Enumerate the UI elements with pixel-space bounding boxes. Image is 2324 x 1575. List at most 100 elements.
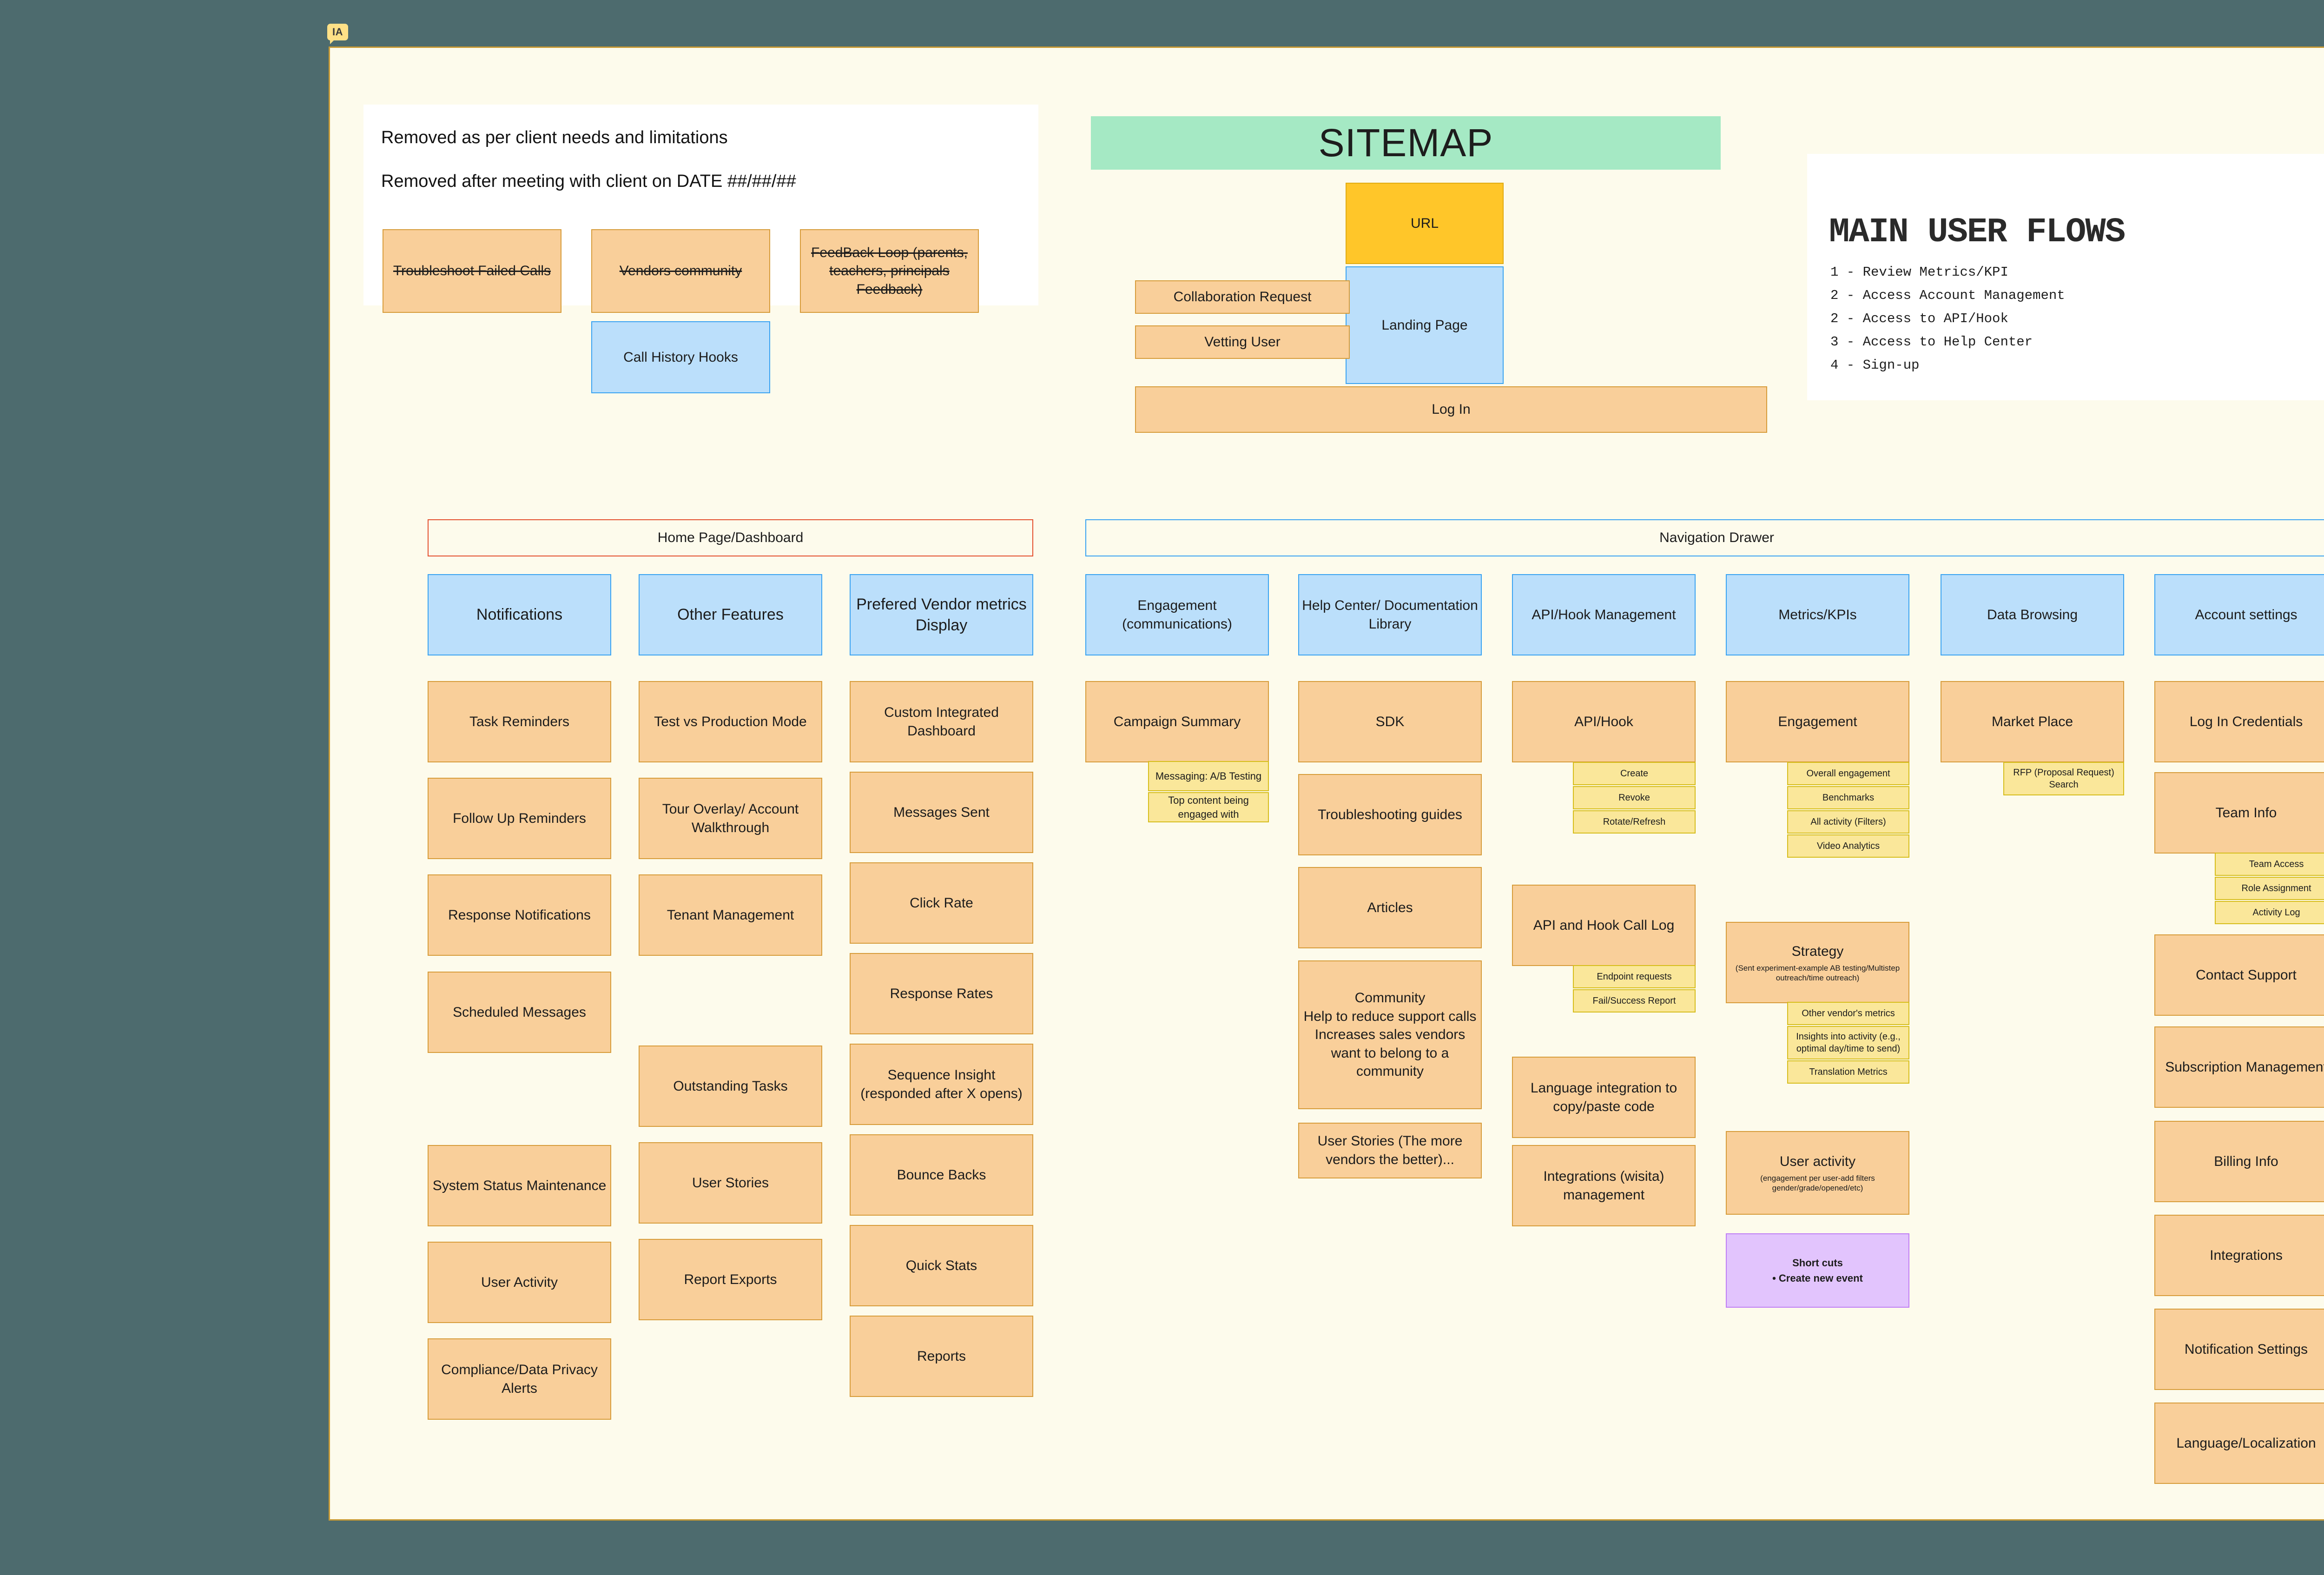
nav-account-item-4[interactable]: Billing Info	[2154, 1121, 2324, 1202]
nav-databrowsing-subcard-0[interactable]: RFP (Proposal Request) Search	[2003, 762, 2124, 795]
sitemap-node-landing-page[interactable]: Landing Page	[1346, 266, 1504, 384]
nav-engagement-head[interactable]: Engagement (communications)	[1085, 574, 1269, 655]
nav-metrics-group0-subcard-1[interactable]: Benchmarks	[1787, 786, 1909, 809]
nav-account-item-6[interactable]: Notification Settings	[2154, 1309, 2324, 1390]
user-flows-panel	[1807, 154, 2324, 400]
nav-metrics-group1-subcard-2[interactable]: Translation Metrics	[1787, 1060, 1909, 1084]
user-flow-item-1: 1 - Review Metrics/KPI	[1830, 265, 2008, 280]
sitemap-title: SITEMAP	[1091, 116, 1721, 170]
home-col3-item-1[interactable]: Messages Sent	[850, 772, 1033, 853]
home-col2-item-5[interactable]: Report Exports	[639, 1239, 822, 1320]
sitemap-node-log-in[interactable]: Log In	[1135, 386, 1767, 433]
nav-engagement-subcard-0[interactable]: Messaging: A/B Testing	[1148, 761, 1269, 791]
nav-helpcenter-item-2[interactable]: Articles	[1298, 867, 1482, 948]
nav-apihook-group0-subcard-1[interactable]: Revoke	[1573, 786, 1696, 809]
nav-helpcenter-item-0[interactable]: SDK	[1298, 681, 1482, 762]
nav-metrics-group0-subcard-2[interactable]: All activity (Filters)	[1787, 810, 1909, 834]
nav-account-item-2[interactable]: Contact Support	[2154, 934, 2324, 1016]
nav-apihook-group1-subcard-0[interactable]: Endpoint requests	[1573, 965, 1696, 988]
nav-helpcenter-head[interactable]: Help Center/ Documentation Library	[1298, 574, 1482, 655]
nav-apihook-group0-subcard-0[interactable]: Create	[1573, 762, 1696, 785]
nav-helpcenter-item-1[interactable]: Troubleshooting guides	[1298, 774, 1482, 855]
nav-metrics-user-activity-title: User activity	[1779, 1154, 1856, 1170]
nav-apihook-item-0[interactable]: Language integration to copy/paste code	[1512, 1057, 1696, 1138]
nav-metrics-group1-card-title: Strategy	[1791, 943, 1844, 959]
home-col1-item-3[interactable]: Scheduled Messages	[428, 972, 611, 1053]
removed-card-troubleshoot-failed-calls[interactable]: Troubleshoot Failed Calls	[383, 229, 561, 313]
nav-engagement-card[interactable]: Campaign Summary	[1085, 681, 1269, 762]
home-col3-item-4[interactable]: Sequence Insight (responded after X open…	[850, 1044, 1033, 1125]
sitemap-node-collaboration-request[interactable]: Collaboration Request	[1135, 280, 1350, 314]
shortcuts-item: • Create new event	[1772, 1272, 1863, 1284]
shortcuts-title: Short cuts	[1792, 1257, 1843, 1269]
nav-metrics-group0-card[interactable]: Engagement	[1726, 681, 1909, 762]
home-col2-item-1[interactable]: Tour Overlay/ Account Walkthrough	[639, 778, 822, 859]
section-header-home-page-dashboard[interactable]: Home Page/Dashboard	[428, 519, 1033, 556]
home-col2-item-4[interactable]: User Stories	[639, 1142, 822, 1224]
user-flow-item-2: 2 - Access Account Management	[1830, 288, 2065, 303]
home-col3-item-6[interactable]: Quick Stats	[850, 1225, 1033, 1306]
removed-card-vendors-community[interactable]: Vendors community	[591, 229, 770, 313]
shortcuts-item-label: Create new event	[1778, 1272, 1863, 1284]
nav-account-head[interactable]: Account settings	[2154, 574, 2324, 655]
home-col1-item-1[interactable]: Follow Up Reminders	[428, 778, 611, 859]
sitemap-node-vetting-user[interactable]: Vetting User	[1135, 325, 1350, 359]
nav-databrowsing-head[interactable]: Data Browsing	[1941, 574, 2124, 655]
nav-apihook-group0-subcard-2[interactable]: Rotate/Refresh	[1573, 810, 1696, 834]
nav-apihook-group0-card[interactable]: API/Hook	[1512, 681, 1696, 762]
home-col1-item-4[interactable]: System Status Maintenance	[428, 1145, 611, 1226]
home-col2-head[interactable]: Other Features	[639, 574, 822, 655]
nav-account-team-subcard-1[interactable]: Role Assignment	[2215, 877, 2324, 900]
nav-helpcenter-item-4[interactable]: User Stories (The more vendors the bette…	[1298, 1123, 1482, 1178]
nav-account-team-subcard-2[interactable]: Activity Log	[2215, 901, 2324, 924]
nav-metrics-group0-subcard-3[interactable]: Video Analytics	[1787, 834, 1909, 858]
diagram-canvas: IA Removed as per client needs and limit…	[327, 24, 2324, 1521]
nav-metrics-user-activity-card[interactable]: User activity (engagement per user-add f…	[1726, 1131, 1909, 1215]
nav-metrics-user-activity-sub: (engagement per user-add filters gender/…	[1760, 1174, 1875, 1193]
user-flow-item-3: 2 - Access to API/Hook	[1830, 311, 2008, 326]
removed-note-2: Removed after meeting with client on DAT…	[381, 172, 796, 191]
home-col3-item-0[interactable]: Custom Integrated Dashboard	[850, 681, 1033, 762]
home-col2-item-2[interactable]: Tenant Management	[639, 874, 822, 956]
user-flow-item-5: 4 - Sign-up	[1830, 357, 1920, 373]
nav-account-item-5[interactable]: Integrations	[2154, 1215, 2324, 1296]
home-col1-item-2[interactable]: Response Notifications	[428, 874, 611, 956]
nav-metrics-group1-card[interactable]: Strategy (Sent experiment-example AB tes…	[1726, 922, 1909, 1003]
home-col1-item-0[interactable]: Task Reminders	[428, 681, 611, 762]
user-flow-item-4: 3 - Access to Help Center	[1830, 334, 2033, 350]
nav-helpcenter-item-3[interactable]: Community Help to reduce support calls I…	[1298, 960, 1482, 1109]
nav-account-item-7[interactable]: Language/Localization	[2154, 1403, 2324, 1484]
nav-apihook-group1-subcard-1[interactable]: Fail/Success Report	[1573, 989, 1696, 1012]
removed-card-feedback-loop[interactable]: FeedBack Loop (parents, teachers, princi…	[800, 229, 979, 313]
nav-metrics-group1-subcard-1[interactable]: Insights into activity (e.g., optimal da…	[1787, 1026, 1909, 1059]
nav-account-item-0[interactable]: Log In Credentials	[2154, 681, 2324, 762]
home-col3-item-2[interactable]: Click Rate	[850, 862, 1033, 944]
section-header-navigation-drawer[interactable]: Navigation Drawer	[1085, 519, 2324, 556]
nav-databrowsing-card[interactable]: Market Place	[1941, 681, 2124, 762]
nav-apihook-group1-card[interactable]: API and Hook Call Log	[1512, 885, 1696, 966]
nav-metrics-group0-subcard-0[interactable]: Overall engagement	[1787, 762, 1909, 785]
nav-engagement-subcard-1[interactable]: Top content being engaged with	[1148, 792, 1269, 822]
sitemap-node-url[interactable]: URL	[1346, 183, 1504, 264]
removed-note-1: Removed as per client needs and limitati…	[381, 128, 728, 147]
nav-metrics-shortcuts-card[interactable]: Short cuts • Create new event	[1726, 1233, 1909, 1308]
removed-card-call-history-hooks[interactable]: Call History Hooks	[591, 321, 770, 393]
nav-account-team-subcard-0[interactable]: Team Access	[2215, 853, 2324, 876]
home-col3-item-3[interactable]: Response Rates	[850, 953, 1033, 1034]
home-col1-item-6[interactable]: Compliance/Data Privacy Alerts	[428, 1338, 611, 1420]
home-col3-head[interactable]: Prefered Vendor metrics Display	[850, 574, 1033, 655]
nav-account-item-3[interactable]: Subscription Management	[2154, 1026, 2324, 1108]
nav-apihook-item-1[interactable]: Integrations (wisita) management	[1512, 1145, 1696, 1226]
nav-metrics-group1-card-sub: (Sent experiment-example AB testing/Mult…	[1735, 963, 1900, 982]
nav-account-item-1[interactable]: Team Info	[2154, 772, 2324, 854]
home-col2-item-3[interactable]: Outstanding Tasks	[639, 1046, 822, 1127]
nav-metrics-group1-subcard-0[interactable]: Other vendor's metrics	[1787, 1002, 1909, 1025]
home-col3-item-7[interactable]: Reports	[850, 1316, 1033, 1397]
nav-apihook-head[interactable]: API/Hook Management	[1512, 574, 1696, 655]
home-col3-item-5[interactable]: Bounce Backs	[850, 1134, 1033, 1216]
home-col2-item-0[interactable]: Test vs Production Mode	[639, 681, 822, 762]
nav-metrics-head[interactable]: Metrics/KPIs	[1726, 574, 1909, 655]
frame-label-badge: IA	[327, 24, 348, 44]
home-col1-item-5[interactable]: User Activity	[428, 1242, 611, 1323]
home-col1-head[interactable]: Notifications	[428, 574, 611, 655]
